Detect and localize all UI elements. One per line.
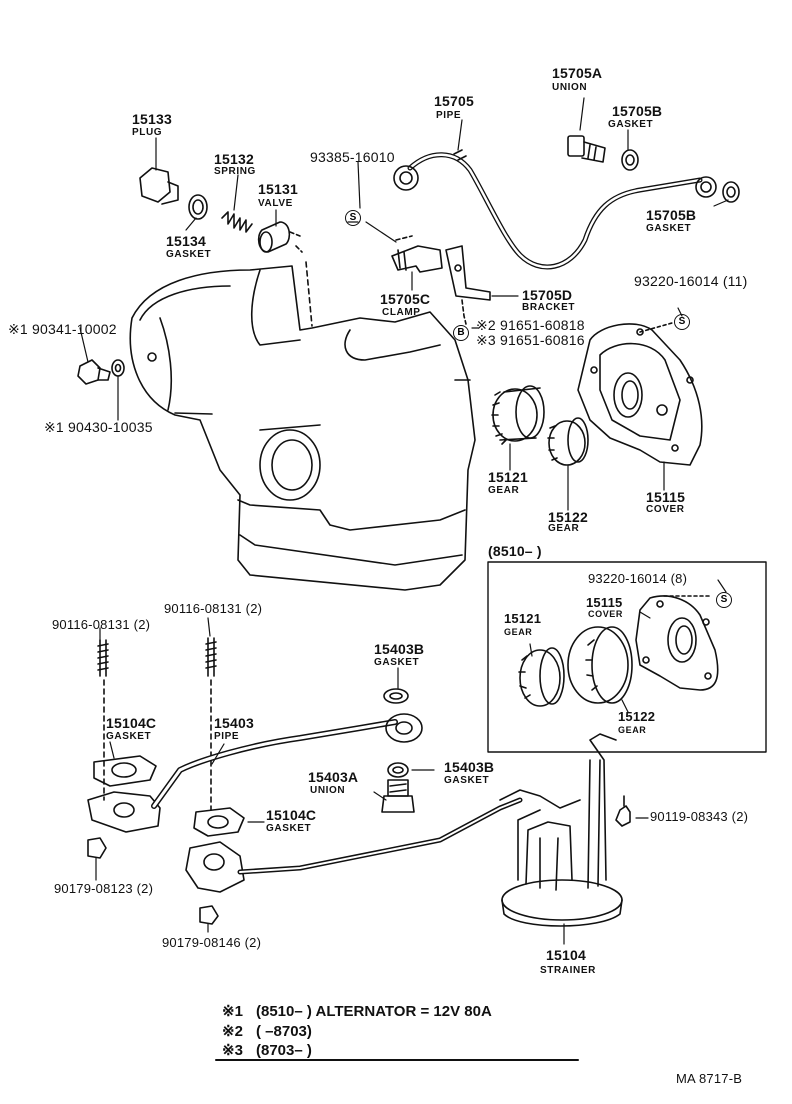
part-90430-mark: ※1 [44, 419, 64, 435]
gaskets-15104c-drawing [94, 756, 244, 836]
part-15403b-mid-number: 15403B [444, 759, 495, 775]
s-symbol-inset: S [716, 592, 732, 608]
inset-15121-number: 15121 [504, 611, 542, 626]
s-symbol-93220-11: S [674, 314, 690, 330]
union-15403a-drawing [382, 689, 414, 812]
part-15115-number: 15115 [646, 489, 686, 505]
spring-valve-drawing [222, 212, 312, 326]
part-15705a-number: 15705A [552, 65, 603, 81]
part-91651-60816-number: 91651-60816 [500, 332, 585, 348]
part-15132-number: 15132 [214, 151, 254, 167]
part-15705-name: PIPE [436, 110, 462, 121]
part-15132-name: SPRING [214, 166, 256, 177]
part-15133-name: PLUG [132, 127, 163, 138]
part-15403a-number: 15403A [308, 769, 359, 785]
part-90341-mark: ※1 [8, 321, 28, 337]
note-3-text: (8703– ) [256, 1042, 312, 1059]
b-symbol: B [453, 325, 469, 341]
clamp-bracket-drawing [392, 236, 490, 324]
part-91651-60818-mark: ※2 [476, 317, 496, 333]
gear-15121-drawing [492, 386, 544, 444]
part-15104c-left-name: GASKET [106, 731, 152, 742]
part-90341-number: 90341-10002 [32, 321, 117, 337]
part-15121-name: GEAR [488, 485, 520, 496]
part-15705c-number: 15705C [380, 291, 431, 307]
part-15131-name: VALVE [258, 198, 293, 209]
transmission-case-drawing [130, 266, 475, 590]
part-15134-name: GASKET [166, 249, 212, 260]
drawing-code: MA 8717-B [676, 1071, 743, 1086]
oil-pipe-15403-drawing [88, 714, 422, 832]
part-15131-number: 15131 [258, 181, 298, 197]
note-2-text: ( –8703) [256, 1023, 312, 1040]
part-90179-08123-number: 90179-08123 (2) [54, 881, 154, 896]
part-93385-number: 93385-16010 [310, 149, 395, 165]
part-15705b-top-number: 15705B [612, 103, 663, 119]
part-15705b-top-name: GASKET [608, 119, 654, 130]
strainer-15104-drawing [186, 734, 630, 926]
part-15104c-mid-number: 15104C [266, 807, 317, 823]
part-15133-number: 15133 [132, 111, 172, 127]
part-15403b-top-name: GASKET [374, 657, 420, 668]
part-15705b-right-name: GASKET [646, 223, 692, 234]
inset-range-label: (8510– ) [488, 543, 542, 559]
part-90119-number: 90119-08343 (2) [650, 809, 749, 824]
part-15134-number: 15134 [166, 233, 206, 249]
part-15121-number: 15121 [488, 469, 528, 485]
part-90116-left-number: 90116-08131 (2) [52, 617, 151, 632]
oil-pipe-15705-drawing [394, 150, 716, 267]
inset-15122-number: 15122 [618, 709, 656, 724]
inset-15122-name: GEAR [618, 725, 647, 735]
inset-box-drawing [488, 562, 766, 752]
note-2-mark: ※2 [222, 1023, 243, 1040]
inset-15115-name: COVER [588, 609, 624, 619]
part-15403b-top-number: 15403B [374, 641, 425, 657]
clip-nuts-drawing [88, 838, 218, 924]
pump-cover-15115-drawing [578, 323, 702, 465]
part-91651-60818-number: 91651-60818 [500, 317, 585, 333]
part-15705c-name: CLAMP [382, 307, 421, 318]
plug-15133-drawing [140, 168, 207, 219]
part-15104-number: 15104 [546, 947, 586, 963]
part-15403b-mid-name: GASKET [444, 775, 490, 786]
part-90179-08146-number: 90179-08146 (2) [162, 935, 262, 950]
inset-93220-number: 93220-16014 (8) [588, 571, 688, 586]
union-15705a-drawing [568, 136, 739, 202]
gear-15122-drawing [548, 418, 588, 465]
part-90430-number: 90430-10035 [68, 419, 153, 435]
note-1-text: (8510– ) ALTERNATOR = 12V 80A [256, 1003, 492, 1020]
bolt-washer-drawing [78, 360, 124, 384]
part-91651-60816-mark: ※3 [476, 332, 496, 348]
part-15122-number: 15122 [548, 509, 588, 525]
note-3-mark: ※3 [222, 1042, 243, 1059]
part-15705a-name: UNION [552, 82, 588, 93]
part-15403-number: 15403 [214, 715, 254, 731]
inset-15115-number: 15115 [586, 595, 623, 610]
inset-15121-name: GEAR [504, 627, 533, 637]
s-symbol-93385: S [345, 210, 361, 226]
part-15705d-number: 15705D [522, 287, 573, 303]
part-15705d-name: BRACKET [522, 302, 576, 313]
part-15705b-right-number: 15705B [646, 207, 697, 223]
note-1-mark: ※1 [222, 1003, 243, 1020]
part-15403a-name: UNION [310, 785, 346, 796]
part-90116-right-number: 90116-08131 (2) [164, 601, 263, 616]
part-15104c-left-number: 15104C [106, 715, 157, 731]
part-15104c-mid-name: GASKET [266, 823, 312, 834]
studs-90116-drawing [98, 638, 216, 810]
part-15403-name: PIPE [214, 731, 240, 742]
part-15122-name: GEAR [548, 523, 580, 534]
part-93220-11-number: 93220-16014 (11) [634, 273, 748, 289]
part-15104-name: STRAINER [540, 965, 596, 976]
part-15705-number: 15705 [434, 93, 474, 109]
part-15115-name: COVER [646, 504, 685, 515]
